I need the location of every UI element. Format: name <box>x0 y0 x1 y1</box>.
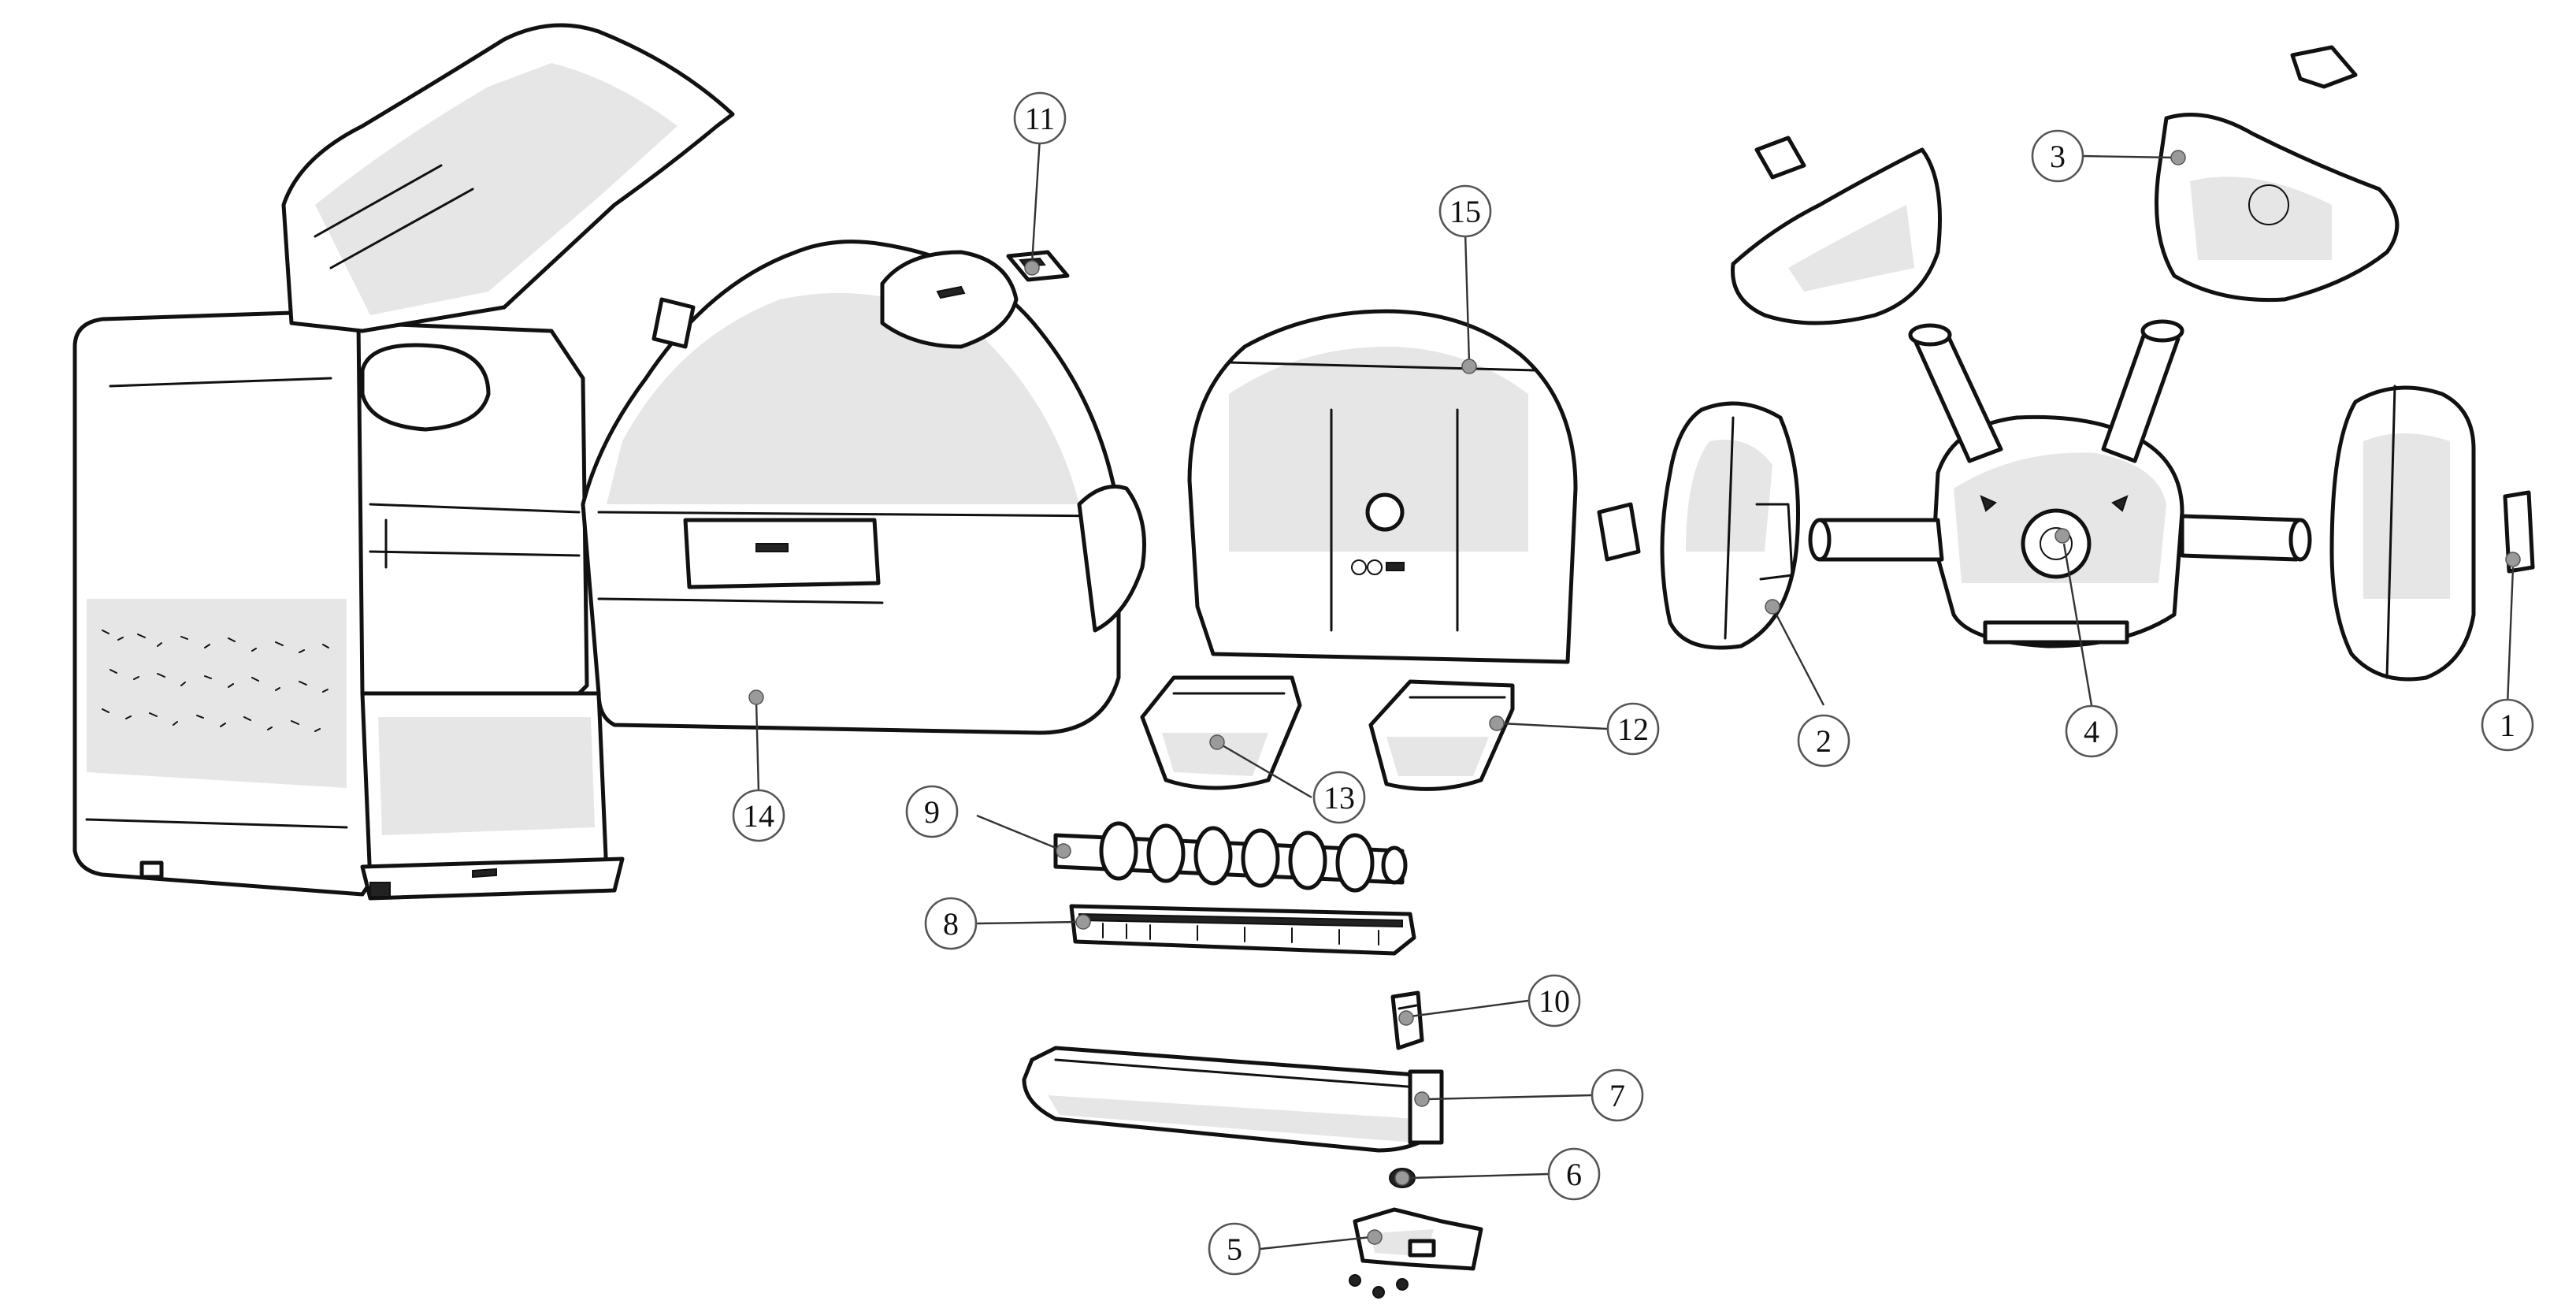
callout-7: 7 <box>1591 1068 1644 1122</box>
part-9-auger <box>1053 821 1408 893</box>
callout-8-label: 8 <box>943 906 959 942</box>
callout-1-label: 1 <box>2500 708 2515 743</box>
machine-housing <box>72 23 735 901</box>
part-7-drip-tray <box>1022 1046 1444 1153</box>
part-15-frame <box>1187 309 1578 664</box>
part-4-hub <box>1808 319 2312 648</box>
callout-5-label: 5 <box>1227 1232 1242 1267</box>
callout-5: 5 <box>1208 1222 1261 1276</box>
callout-7-label: 7 <box>1609 1078 1625 1113</box>
callout-11: 11 <box>1013 91 1067 145</box>
part-13-tray <box>1140 675 1302 790</box>
callout-10: 10 <box>1527 974 1581 1027</box>
callout-9-label: 9 <box>924 794 940 830</box>
callout-15-label: 15 <box>1449 194 1481 229</box>
callout-10-label: 10 <box>1539 983 1570 1019</box>
callout-13: 13 <box>1312 771 1366 824</box>
callout-12-label: 12 <box>1617 712 1649 747</box>
callout-6: 6 <box>1547 1147 1601 1201</box>
part-8-grill-bar <box>1069 904 1416 956</box>
callout-13-label: 13 <box>1323 780 1355 816</box>
callout-2: 2 <box>1797 714 1850 767</box>
callout-1: 1 <box>2481 698 2534 752</box>
callout-8: 8 <box>924 897 978 950</box>
callout-15: 15 <box>1438 184 1492 238</box>
callout-6-label: 6 <box>1566 1157 1582 1192</box>
leader-lines <box>755 137 2515 1250</box>
callout-9: 9 <box>905 785 959 838</box>
part-12-tray <box>1368 679 1515 791</box>
part-14-housing <box>581 240 1146 735</box>
callout-2-label: 2 <box>1816 723 1832 759</box>
callout-3-label: 3 <box>2050 139 2066 174</box>
part-3-saddle-left <box>1731 136 1942 325</box>
callout-14-label: 14 <box>743 798 774 834</box>
leader-dots <box>748 150 2521 1245</box>
part-5-base-bracket <box>1349 1207 1483 1299</box>
part-2-shell <box>1660 401 1800 650</box>
callout-11-label: 11 <box>1025 101 1056 136</box>
part-1-shell <box>2329 385 2535 682</box>
small-clip <box>1597 502 1641 562</box>
callout-14: 14 <box>732 789 785 842</box>
callout-12: 12 <box>1606 702 1660 756</box>
callout-3: 3 <box>2031 129 2084 183</box>
part-3-saddle-right <box>2155 45 2400 303</box>
callout-4: 4 <box>2065 704 2118 758</box>
callout-4-label: 4 <box>2084 714 2099 749</box>
